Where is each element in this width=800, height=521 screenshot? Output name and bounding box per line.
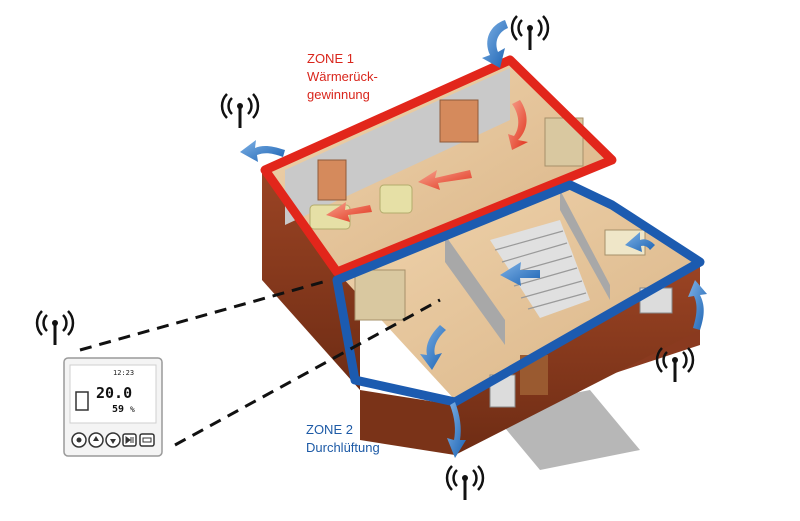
mode-icon [142, 437, 152, 443]
airflow-arrow-icon [625, 232, 655, 252]
controller-secondary-value: 59 [112, 404, 124, 415]
zone1-subtitle-line2: gewinnung [307, 87, 370, 102]
up-button[interactable] [88, 432, 104, 448]
zone2-title: ZONE 2 [306, 422, 353, 437]
zone2-outline [332, 180, 705, 407]
window-2 [439, 99, 479, 143]
power-button[interactable] [71, 432, 87, 448]
antenna-icon [510, 15, 550, 50]
zone2-label: ZONE 2 Durchlüftung [306, 421, 380, 457]
mode-button[interactable] [139, 433, 155, 447]
fan-icon [75, 391, 89, 411]
airflow-arrow-icon [418, 170, 472, 190]
zone1-subtitle-line1: Wärmerück- [307, 69, 378, 84]
antenna-icon [35, 310, 75, 345]
wireless-links [79, 278, 441, 447]
right-outer-wall [455, 262, 700, 455]
airflow-arrow-icon [688, 280, 707, 330]
antenna-icon [220, 93, 260, 128]
wall-controller: 12:23 20.0 59 % [63, 357, 163, 457]
partition-wall-2 [560, 190, 610, 300]
zone1-title: ZONE 1 [307, 51, 354, 66]
arrow-up-icon [93, 436, 99, 441]
window-1 [317, 159, 347, 201]
controller-temperature: 20.0 [96, 384, 132, 402]
armchair [379, 184, 413, 214]
airflow-arrow-icon [500, 262, 540, 286]
front-outer-wall [360, 390, 455, 455]
play-pause-icon [125, 436, 134, 444]
antenna-icon [655, 347, 695, 382]
controller-unit: % [130, 405, 135, 414]
down-button[interactable] [105, 432, 121, 448]
airflow-arrow-icon [326, 202, 372, 222]
airflow-arrow-icon [447, 402, 466, 458]
antenna-icon [445, 465, 485, 500]
bookshelf-zone2 [354, 269, 406, 321]
zone1-outline [260, 55, 617, 277]
left-outer-wall [262, 170, 360, 390]
power-icon [76, 437, 82, 443]
arrow-down-icon [110, 439, 116, 444]
play-pause-button[interactable] [122, 433, 137, 447]
airflow-arrow-icon [240, 140, 285, 162]
airflow-arrow-icon [508, 100, 528, 150]
partition-wall-1 [445, 235, 505, 345]
controller-time: 12:23 [113, 369, 134, 377]
zone2-subtitle: Durchlüftung [306, 440, 380, 455]
airflow-arrow-icon [420, 325, 446, 370]
zone1-label: ZONE 1 Wärmerück- gewinnung [307, 50, 378, 104]
airflow-arrow-icon [482, 20, 508, 68]
